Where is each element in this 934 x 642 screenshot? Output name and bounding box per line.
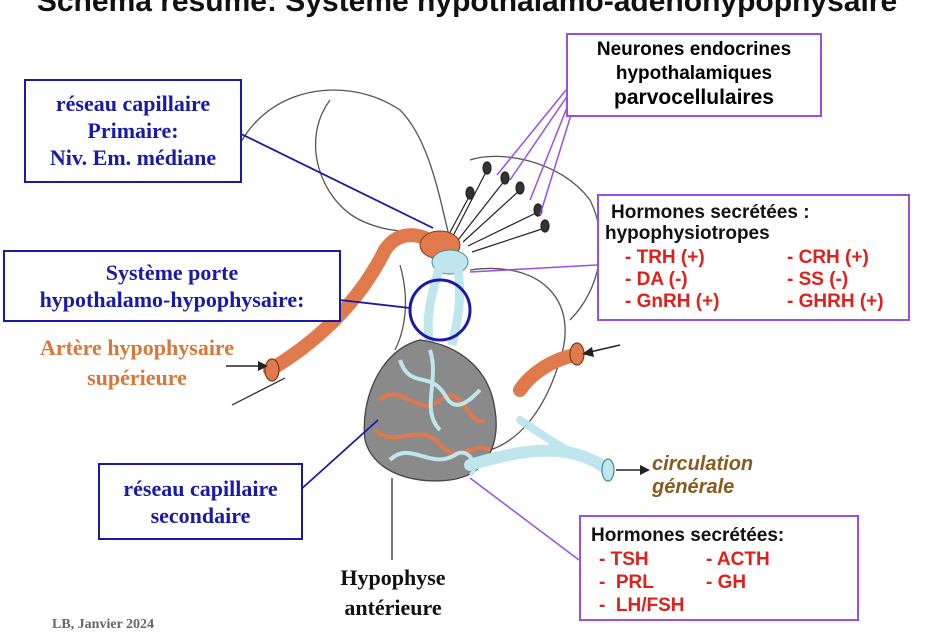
secondary-capillary-box: réseau capillaire secondaire [98, 463, 303, 540]
circulation-line-1: circulation [652, 453, 754, 475]
hormone-ss: - SS (-) [787, 269, 849, 290]
vein-cut [601, 458, 615, 482]
artery-line-2: supérieure [87, 365, 187, 390]
artery-cut-right [569, 342, 585, 366]
flow-arrow-head [640, 465, 650, 475]
connector-porte [339, 299, 411, 309]
inferior-hypophyseal-artery [513, 348, 582, 397]
posterior-vein [516, 416, 604, 466]
hormones-hypo-heading-1: Hormones secrétées : [611, 202, 810, 223]
pituitary-stalk-outline [394, 264, 407, 351]
third-ventricle-outline [314, 99, 441, 239]
page-title: Schéma résumé: Système hypothalamo-adéno… [36, 0, 898, 18]
connector-primary [232, 129, 434, 229]
hormone-trh: - TRH (+) [625, 247, 705, 268]
porte-line-2: hypothalamo-hypophysaire: [39, 287, 305, 312]
hormone-crh: - CRH (+) [787, 247, 869, 268]
credit-label: LB, Janvier 2024 [52, 617, 155, 632]
primary-line-2: Primaire: [87, 118, 179, 143]
primary-line-3: Niv. Em. médiane [49, 145, 217, 170]
portal-system-box: Système porte hypothalamo-hypophysaire: [3, 250, 341, 322]
hormone-tsh: - TSH [599, 549, 649, 570]
hypophyse-line-2: antérieure [344, 595, 442, 620]
connector-hormones-hypo [469, 264, 598, 273]
primary-capillary-plexus [419, 230, 469, 275]
circulation-label: circulation générale [652, 453, 753, 499]
hormone-lhfsh: - LH/FSH [599, 595, 685, 616]
parvocellular-neurons [447, 161, 550, 253]
neurones-line-2: hypothalamiques [615, 63, 773, 84]
primary-line-1: réseau capillaire [55, 91, 211, 116]
hormone-gnrh: - GnRH (+) [625, 291, 720, 312]
primary-capillary-box: réseau capillaire Primaire: Niv. Em. méd… [24, 79, 242, 183]
portal-system-circle [408, 278, 472, 342]
artery-label: Artère hypophysaire supérieure [16, 333, 258, 393]
neurones-line-3: parvocellulaires [614, 86, 774, 109]
connector-secondaire [297, 419, 379, 493]
hypothalamus-outline-right [469, 155, 602, 321]
secondary-line-2: secondaire [150, 503, 251, 528]
hypothalamus-outline [229, 89, 451, 241]
artery-cut-left [264, 358, 280, 382]
pointer-artery [231, 377, 286, 406]
neurones-box: Neurones endocrines hypothalamiques parv… [566, 33, 822, 117]
hormone-ghrh: - GHRH (+) [787, 291, 884, 312]
circulation-line-2: générale [652, 476, 735, 498]
hormones-adeno-heading: Hormones secrétées: [591, 525, 785, 546]
hormones-hypo-heading-2: hypophysiotropes [605, 223, 770, 244]
artery-arrow-right [589, 344, 621, 353]
hormones-hypo-box: Hormones secrétées : hypophysiotropes - … [597, 194, 910, 321]
porte-line-1: Système porte [105, 260, 239, 285]
hypophyse-label: Hypophyse antérieure [308, 563, 478, 623]
hormone-prl: - PRL [599, 572, 654, 593]
hormone-gh: - GH [706, 572, 747, 593]
artery-line-1: Artère hypophysaire [39, 335, 235, 360]
hypophyse-line-1: Hypophyse [340, 565, 446, 590]
portal-vein-a [423, 263, 445, 346]
hormones-adeno-box: Hormones secrétées: - TSH - ACTH - PRL -… [579, 515, 859, 621]
neurones-line-1: Neurones endocrines [596, 39, 792, 60]
superior-hypophyseal-artery [263, 228, 432, 377]
connector-hormones-adeno [469, 477, 580, 561]
connectors-neurones [496, 89, 576, 216]
secondary-line-1: réseau capillaire [123, 476, 278, 501]
hormone-da: - DA (-) [625, 269, 688, 290]
hormone-acth: - ACTH [706, 549, 770, 570]
